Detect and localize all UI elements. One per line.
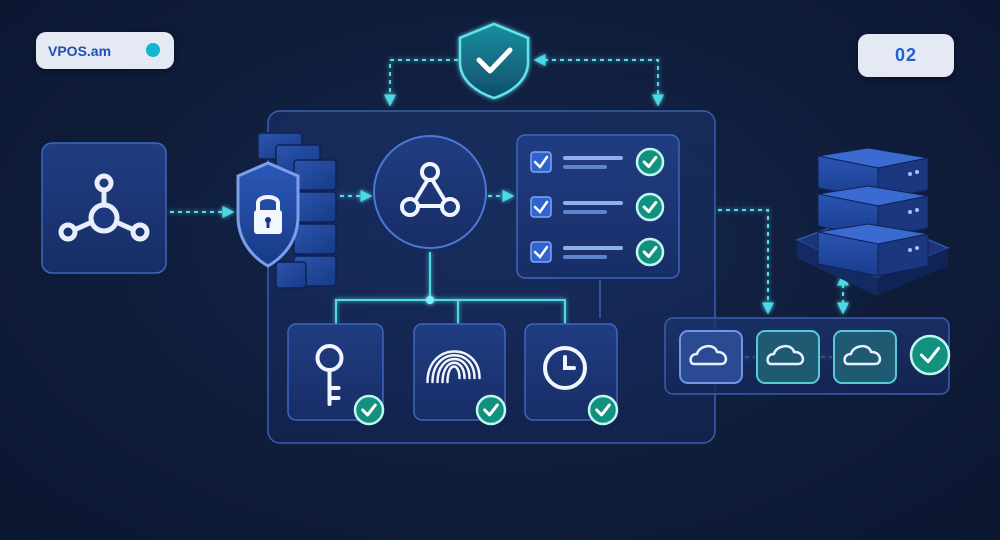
fingerprint-icon	[426, 350, 481, 384]
top-shield	[458, 22, 530, 100]
cloud-icon	[756, 330, 820, 384]
check-circle-icon	[909, 334, 951, 376]
status-dot-icon	[146, 43, 160, 57]
database-server-icon	[817, 147, 929, 277]
share-hub-icon	[400, 162, 460, 217]
firewall	[236, 132, 337, 289]
check-circle-icon	[635, 237, 665, 267]
connector-panel-cloud	[718, 209, 774, 315]
clock-icon	[543, 346, 587, 390]
check-circle-icon	[475, 394, 507, 426]
brand-label: VPOS.am	[48, 42, 112, 59]
check-circle-icon	[353, 394, 385, 426]
connector-shield-right	[533, 54, 664, 107]
auth-factor-box	[524, 323, 619, 426]
checklist-item	[530, 192, 665, 222]
check-circle-icon	[635, 147, 665, 177]
check-circle-icon	[635, 192, 665, 222]
auth-tree-lines	[335, 252, 566, 324]
slide-number: 02	[894, 45, 918, 65]
slide-number-badge: 02	[858, 34, 954, 77]
firewall-bricks	[257, 132, 337, 289]
database-server	[795, 147, 950, 296]
db-layer	[817, 223, 929, 277]
auth-factor-box	[413, 323, 507, 426]
connectors	[170, 54, 849, 358]
checklist-item	[530, 147, 665, 177]
hub-node	[373, 135, 487, 249]
cloud-icon	[679, 330, 743, 384]
source-node	[41, 142, 167, 274]
connector-shield-left	[384, 59, 458, 107]
auth-factor-box	[287, 323, 385, 426]
checklist-item	[530, 237, 665, 267]
checklist-icon	[530, 147, 665, 267]
cloud-chain	[664, 317, 951, 395]
lock-glyph	[254, 195, 282, 234]
key-icon	[315, 344, 344, 406]
cloud-icon	[833, 330, 897, 384]
tree-junction-dot	[426, 296, 434, 304]
network-node-icon	[58, 173, 150, 242]
shield-check-icon	[458, 22, 530, 100]
brand-badge: VPOS.am	[36, 32, 174, 69]
checklist-panel	[516, 134, 680, 279]
auth-factors	[287, 323, 619, 426]
check-circle-icon	[587, 394, 619, 426]
